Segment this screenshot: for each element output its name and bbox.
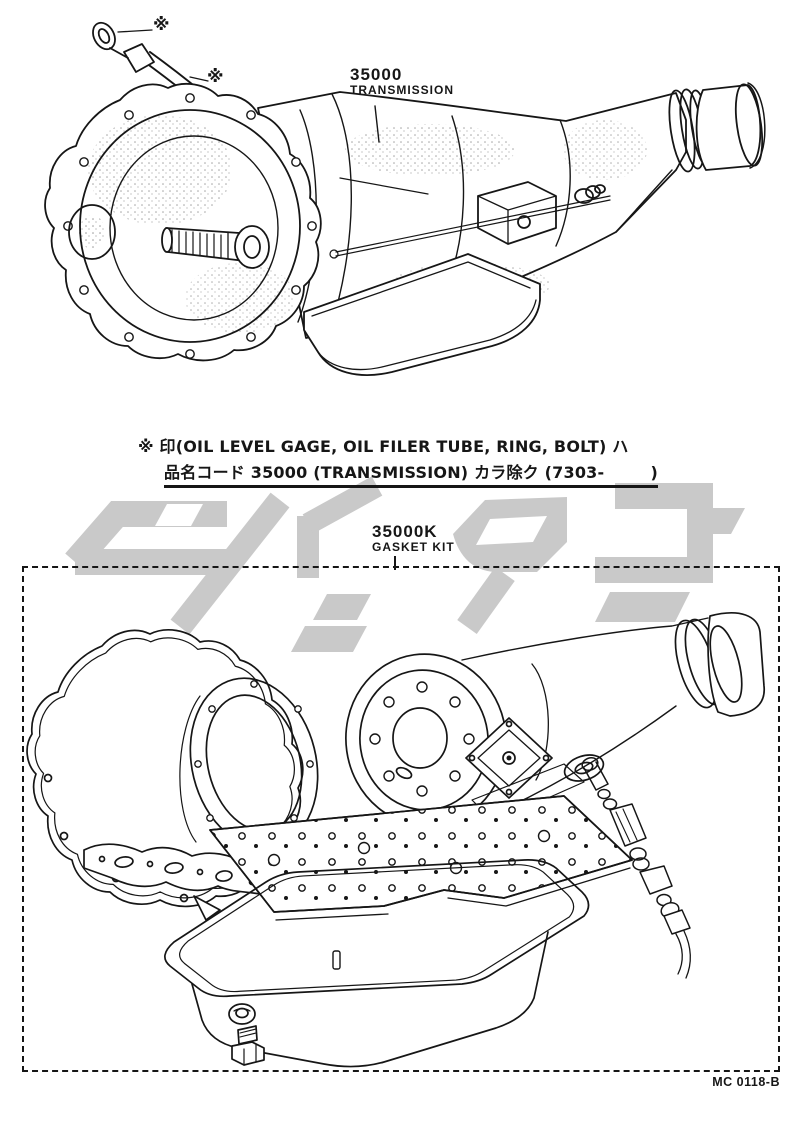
- footnote-line1: ※ 印(OIL LEVEL GAGE, OIL FILER TUBE, RING…: [138, 437, 629, 456]
- drain-plug: [231, 1025, 265, 1066]
- input-shaft: [161, 225, 270, 269]
- gasket-kit-illustration: [26, 612, 765, 1068]
- gasket-kit-label: 35000K GASKET KIT: [372, 523, 455, 553]
- footnote-line2: 品名コード 35000 (TRANSMISSION) カラ除ク (7303- ): [164, 459, 659, 488]
- drain-plug-washer: [228, 1003, 256, 1025]
- oil-pan: [164, 859, 590, 1068]
- transmission-part-name: TRANSMISSION: [350, 83, 455, 97]
- valve-body-separator-plate: [209, 795, 633, 921]
- transmission-leader-line: [374, 105, 380, 143]
- asterisk-marker-dipstick-handle: ※: [153, 15, 170, 35]
- tail-housing: [668, 82, 766, 173]
- speedometer-gear-parts: [581, 756, 691, 979]
- gasket-kit-part-code: 35000K: [372, 522, 438, 541]
- transmission-part-code: 35000: [350, 65, 403, 84]
- oil-pan: [303, 253, 541, 376]
- logo-watermark: [65, 476, 745, 652]
- gasket-kit-part-name: GASKET KIT: [372, 540, 455, 554]
- gasket-kit-leader-line: [394, 556, 396, 570]
- footnote: ※ 印(OIL LEVEL GAGE, OIL FILER TUBE, RING…: [138, 433, 659, 488]
- bell-housing: [44, 82, 322, 362]
- linkage-rod: [329, 177, 611, 259]
- transmission-illustration: [44, 21, 766, 376]
- mount-bracket: [477, 181, 606, 245]
- gasket-kit-box: [22, 566, 780, 1072]
- asterisk-marker-filler-tube: ※: [207, 67, 224, 87]
- transmission-label: 35000 TRANSMISSION: [350, 66, 454, 96]
- drawing-code: MC 0118-B: [712, 1075, 780, 1089]
